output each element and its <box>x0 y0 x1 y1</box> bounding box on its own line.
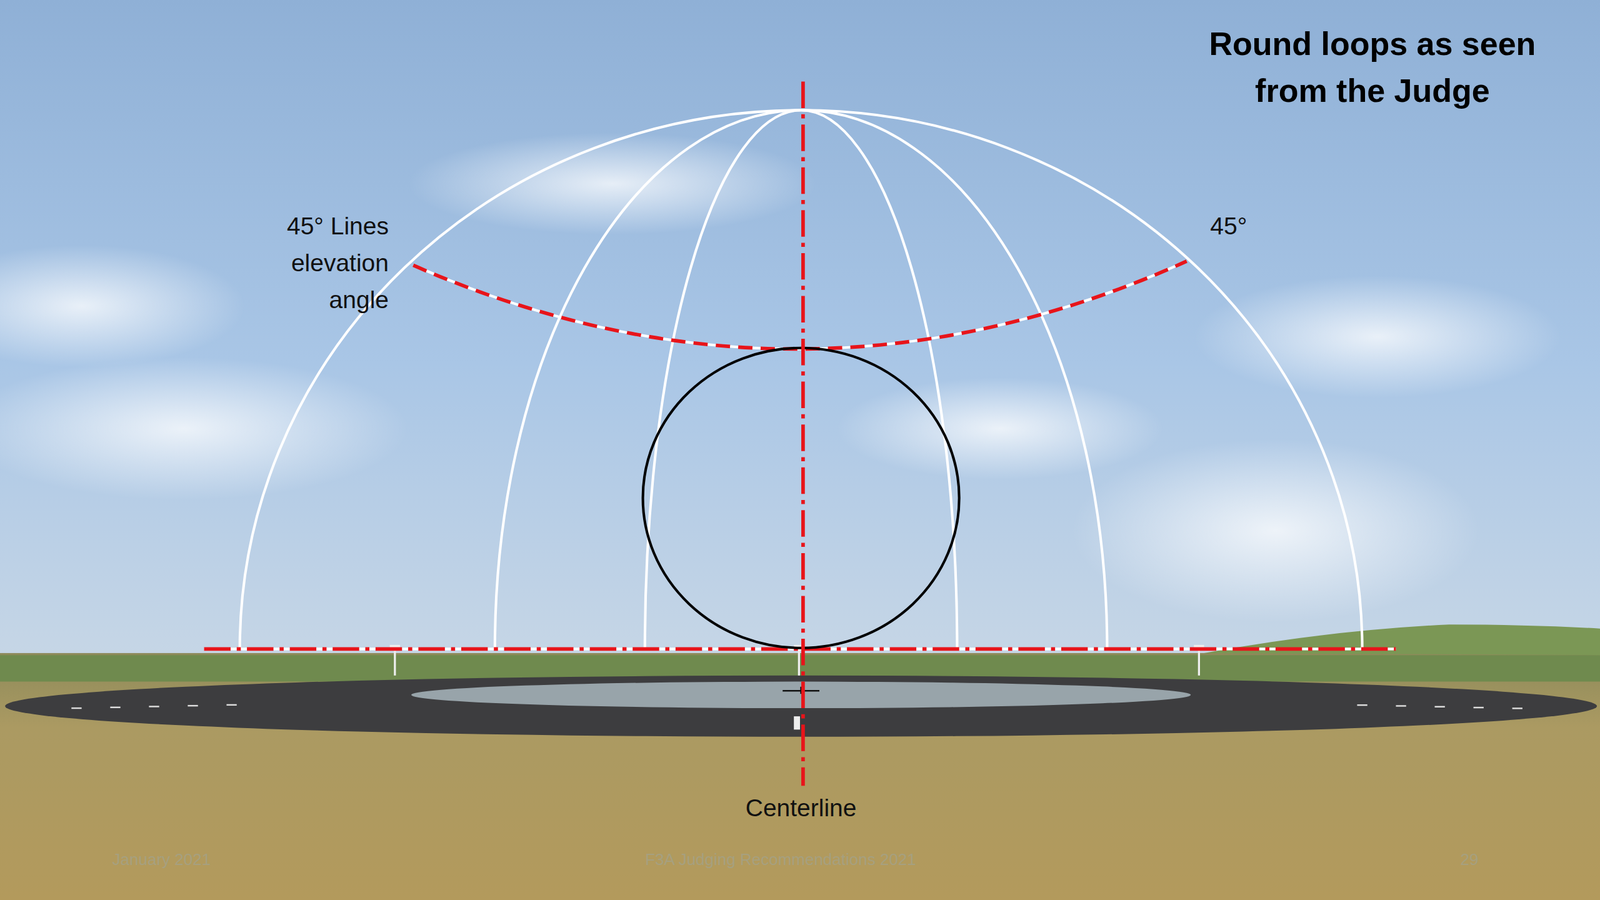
runway-dash <box>1395 705 1406 707</box>
elevation-45-line <box>413 261 1187 349</box>
pole <box>393 648 396 675</box>
runway-dash <box>148 705 159 707</box>
centerline <box>801 81 805 787</box>
meridian <box>495 110 1108 649</box>
cloud <box>0 245 245 368</box>
sky <box>0 0 1600 659</box>
pole <box>1198 648 1200 675</box>
runway-dash <box>110 706 120 709</box>
meridian <box>240 110 1363 649</box>
runway-marker <box>793 716 800 730</box>
runway-dash <box>71 707 82 709</box>
page-number: 29 <box>1431 848 1507 870</box>
cloud <box>836 377 1164 480</box>
slide-title: Round loops as seen from the Judge <box>1172 20 1573 115</box>
hemisphere <box>240 110 1363 649</box>
runway-markings <box>71 705 1523 709</box>
footer-title: F3A Judging Recommendations 2021 <box>499 848 1062 870</box>
runway-dash <box>226 704 237 706</box>
runway-dash <box>1512 707 1523 709</box>
elevation-label: 45° Lines elevation angle <box>257 207 389 319</box>
round-loop <box>643 348 960 649</box>
elevation-line-base <box>413 261 1187 349</box>
cloud <box>408 132 817 235</box>
ground <box>0 653 1600 900</box>
runway-dash <box>1435 706 1445 708</box>
cloud <box>1193 275 1562 399</box>
footer-date: January 2021 <box>112 848 275 870</box>
cloud <box>0 356 409 500</box>
hill <box>1204 624 1600 655</box>
pole <box>798 648 800 675</box>
meridian <box>645 110 958 649</box>
runway-dash <box>187 705 198 707</box>
cloud <box>1071 438 1480 623</box>
runway-dash <box>1356 704 1367 706</box>
runway-inner <box>411 681 1191 709</box>
runway <box>5 675 1597 737</box>
runway-dash <box>1473 706 1484 709</box>
elevation-label: 45° <box>1210 207 1285 245</box>
centerline-label: Centerline <box>676 792 927 824</box>
